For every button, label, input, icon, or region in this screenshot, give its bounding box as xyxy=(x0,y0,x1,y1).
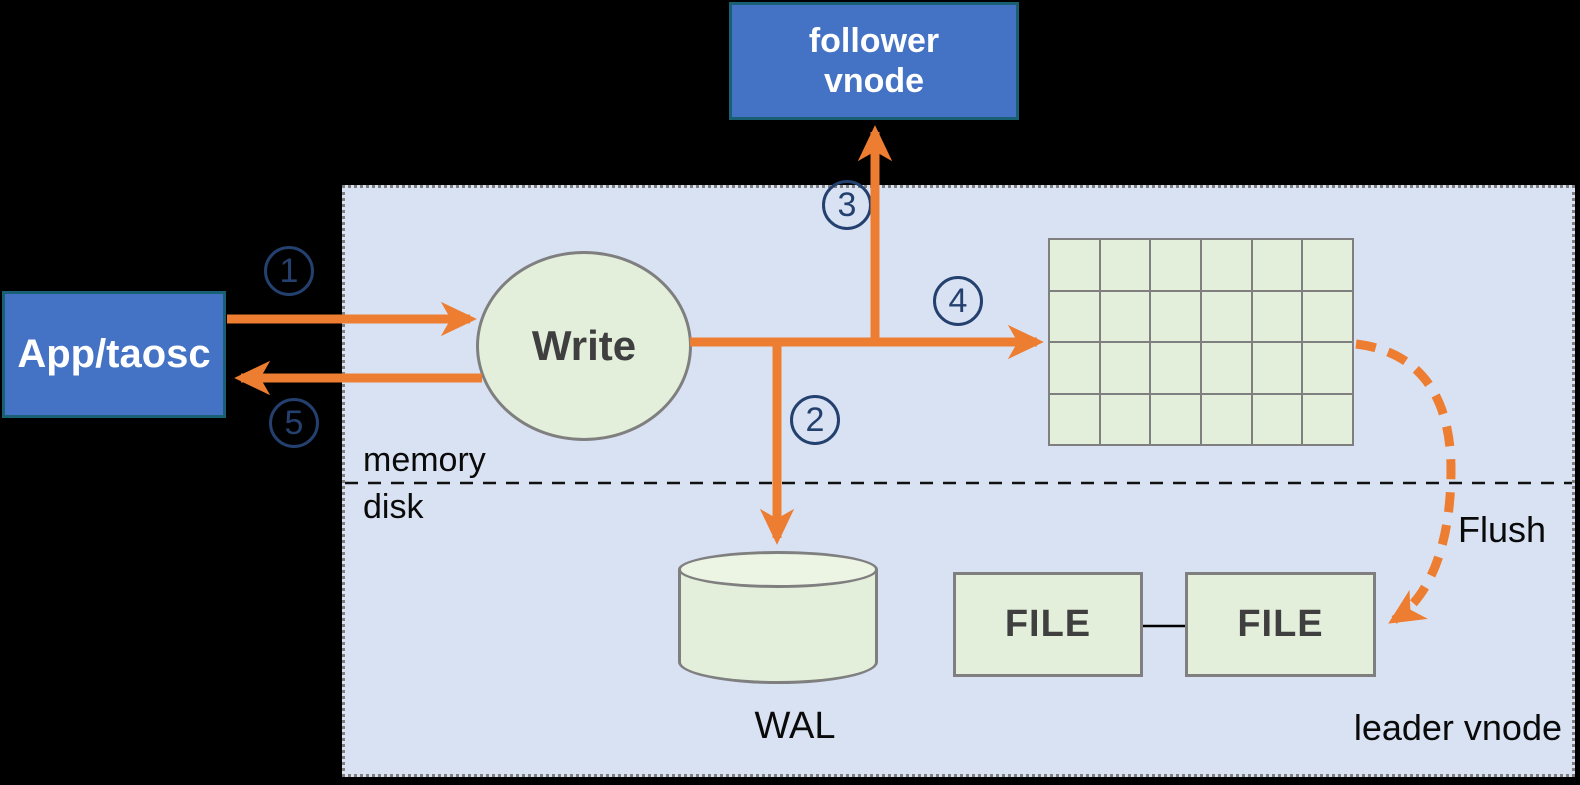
memory-table-cell xyxy=(1050,343,1099,393)
file-2-label: FILE xyxy=(1237,603,1324,645)
write-label: Write xyxy=(531,322,637,369)
memory-table-cell xyxy=(1303,343,1352,393)
memory-table-cell xyxy=(1100,240,1150,290)
flush-label: Flush xyxy=(1458,509,1547,550)
memory-table-cell xyxy=(1252,394,1302,444)
wal-cylinder xyxy=(678,551,878,684)
memory-table-cell xyxy=(1151,394,1200,444)
memory-table-grid xyxy=(1048,238,1354,446)
memory-table-cell xyxy=(1303,240,1352,290)
step-3-badge: 3 xyxy=(822,180,872,230)
memory-table-cell xyxy=(1303,394,1352,444)
app-taosc-label: App/taosc xyxy=(17,332,211,376)
step-1-badge: 1 xyxy=(264,246,314,296)
node-file-1: FILE xyxy=(953,572,1143,677)
follower-vnode-label-line1: follower xyxy=(808,21,940,60)
memory-table-cell xyxy=(1100,394,1150,444)
memory-table-cell xyxy=(1100,343,1150,393)
memory-table-cell xyxy=(1100,291,1150,341)
memory-table-cell xyxy=(1252,291,1302,341)
memory-table-cell xyxy=(1202,291,1251,341)
memory-table-cell xyxy=(1202,394,1251,444)
node-follower-vnode: follower vnode xyxy=(729,2,1019,120)
memory-table-cell xyxy=(1303,291,1352,341)
wal-cylinder-lid xyxy=(678,551,878,588)
memory-label: memory xyxy=(363,441,486,479)
step-4-badge: 4 xyxy=(933,276,983,326)
memory-table-cell xyxy=(1202,343,1251,393)
disk-label: disk xyxy=(363,488,424,526)
memory-table-cell xyxy=(1050,291,1099,341)
wal-label: WAL xyxy=(754,705,836,747)
memory-table-cell xyxy=(1202,240,1251,290)
memory-table-cell xyxy=(1151,343,1200,393)
memory-table-cell xyxy=(1151,240,1200,290)
follower-vnode-label-line2: vnode xyxy=(823,62,925,100)
memory-table-cell xyxy=(1050,240,1099,290)
wal-cylinder-body xyxy=(678,569,878,684)
step-5-badge: 5 xyxy=(269,398,319,448)
file-1-label: FILE xyxy=(1004,603,1092,645)
memory-table-cell xyxy=(1252,343,1302,393)
step-2-badge: 2 xyxy=(790,395,840,445)
node-app-taosc: App/taosc xyxy=(2,291,226,418)
memory-table-cell xyxy=(1151,291,1200,341)
node-file-2: FILE xyxy=(1185,572,1376,677)
memory-table-cell xyxy=(1252,240,1302,290)
memory-table-cell xyxy=(1050,394,1099,444)
leader-vnode-label: leader vnode xyxy=(1353,707,1562,748)
node-write: Write xyxy=(476,251,692,441)
